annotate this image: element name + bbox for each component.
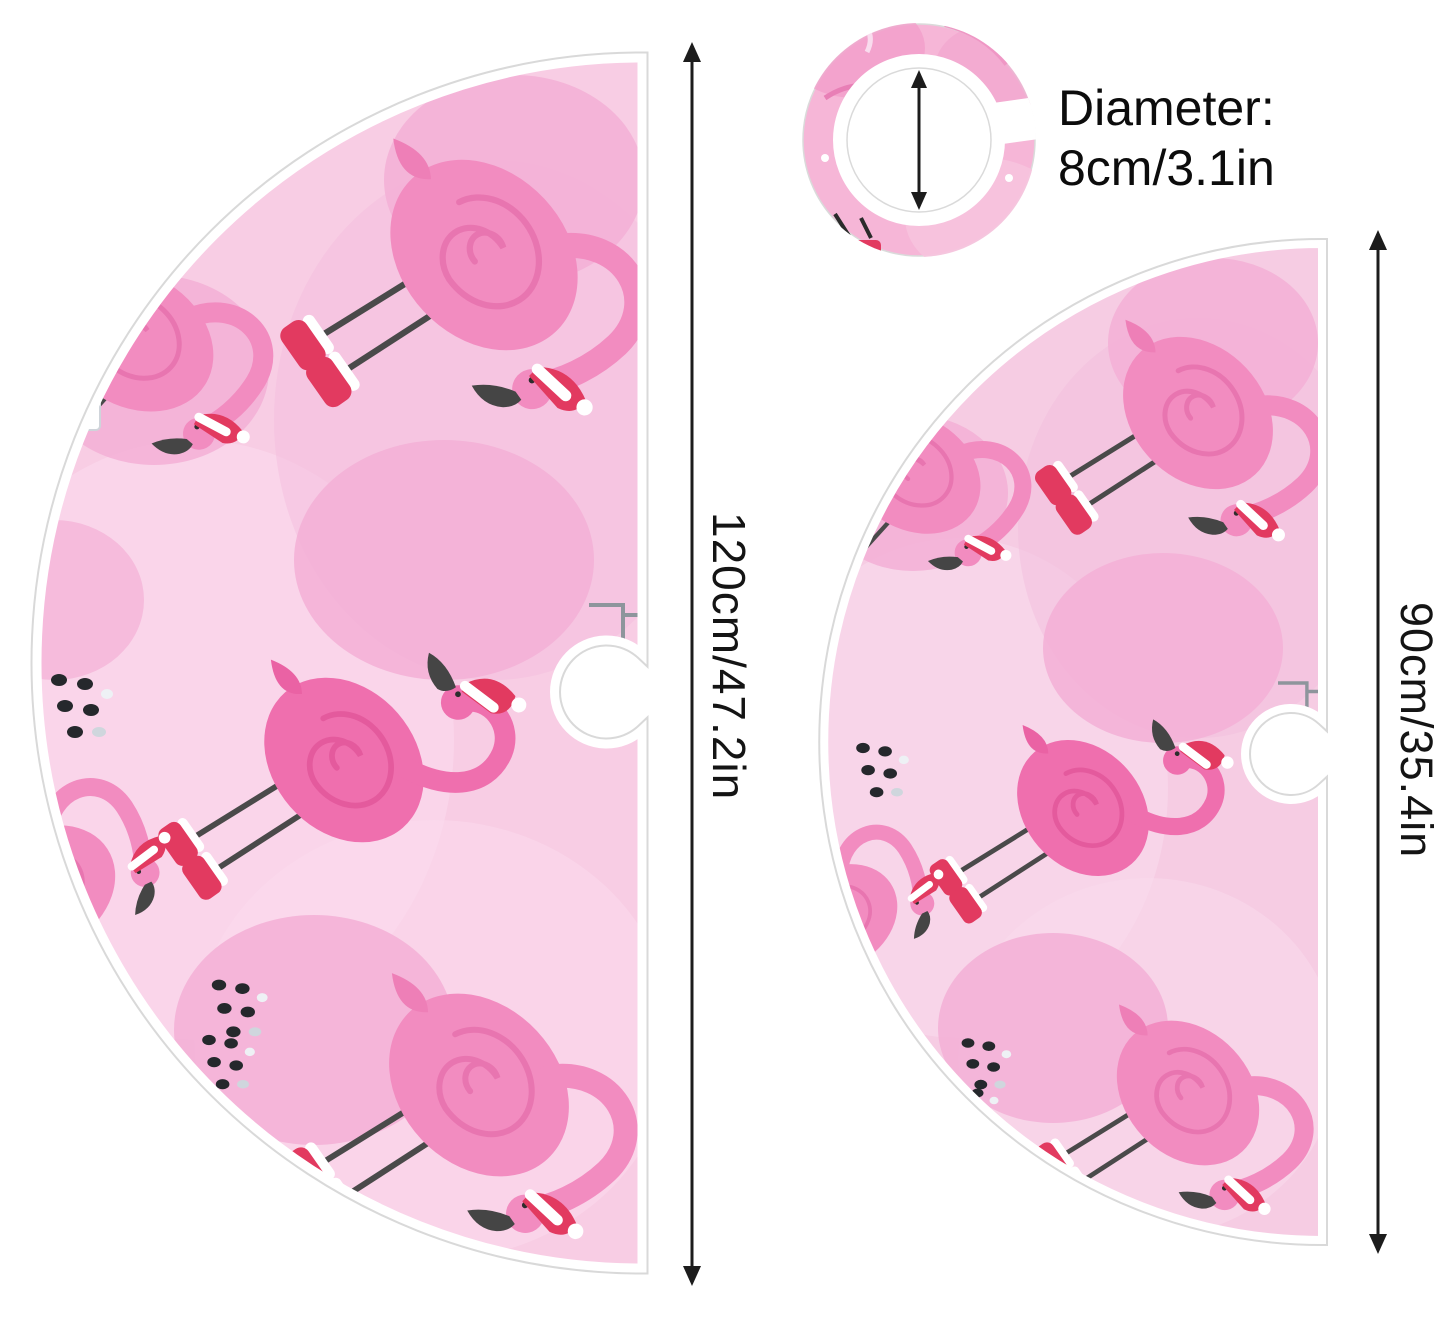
skirt-fabric-pattern [37, 58, 642, 1268]
hole-diameter-label: Diameter: 8cm/3.1in [1058, 78, 1418, 198]
skirt-white-binding [32, 53, 647, 1273]
tree-skirt-small [818, 237, 1328, 1247]
tree-skirt-large [30, 51, 649, 1275]
skirt-white-binding [820, 239, 1326, 1245]
measure-arrow-120cm-icon [683, 42, 701, 1286]
hole-diameter-label-line1: Diameter: [1058, 80, 1275, 136]
measure-arrow-90cm-icon [1369, 230, 1387, 1254]
skirt-fabric-pattern [824, 244, 1322, 1240]
hole-diameter-label-line2: 8cm/3.1in [1058, 140, 1275, 196]
center-hole-detail [802, 23, 1036, 257]
hole-diameter-arrow-icon [911, 70, 927, 210]
size-label-large: 120cm/47.2in [703, 512, 755, 801]
size-label-small: 90cm/35.4in [1391, 602, 1442, 859]
